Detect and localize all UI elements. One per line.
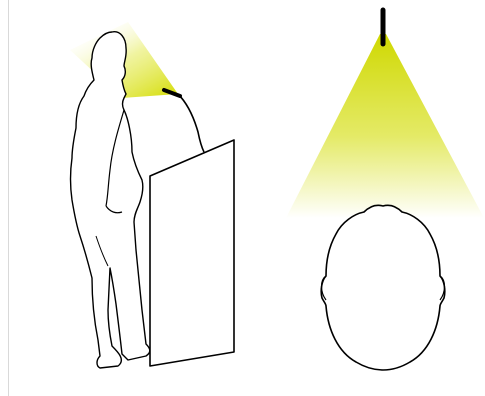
top-view-panel: [286, 10, 484, 370]
gooseneck-microphone-head: [164, 90, 180, 96]
head-top-view: [321, 205, 445, 370]
side-view-panel: [70, 22, 234, 368]
gooseneck-microphone-stem: [178, 94, 204, 152]
lectern: [150, 140, 234, 366]
light-cone-top: [286, 34, 484, 218]
